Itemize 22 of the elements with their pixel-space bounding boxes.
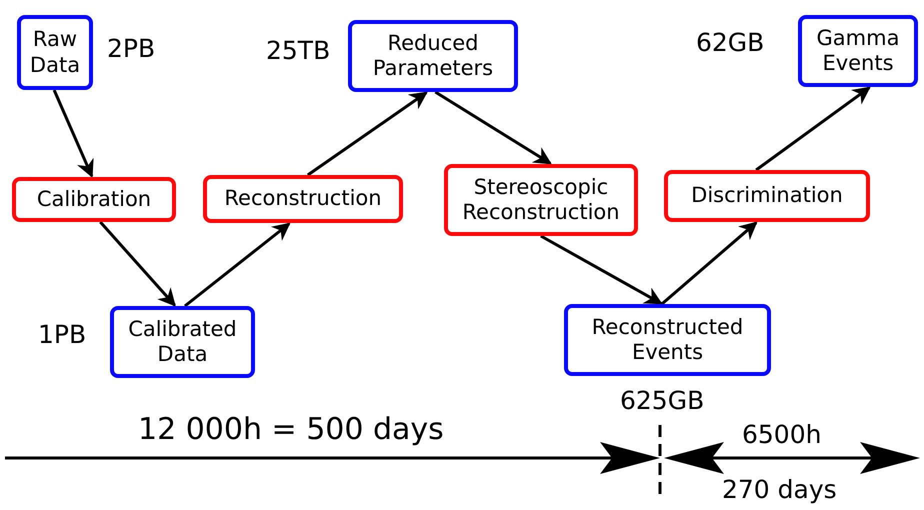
arrow bbox=[434, 90, 552, 165]
size-label: 1PB bbox=[38, 320, 86, 349]
data-box: Calibrated Data bbox=[110, 306, 255, 378]
arrow bbox=[184, 222, 291, 308]
arrow bbox=[99, 221, 176, 307]
data-box: Reconstructed Events bbox=[564, 304, 771, 376]
size-label: 625GB bbox=[620, 386, 704, 415]
data-box: Raw Data bbox=[17, 15, 93, 90]
size-label: 2PB bbox=[107, 34, 156, 63]
process-box: Stereoscopic Reconstruction bbox=[444, 164, 638, 236]
process-box: Discrimination bbox=[664, 170, 870, 222]
arrow bbox=[52, 89, 94, 178]
arrow bbox=[660, 222, 758, 306]
size-label: 62GB bbox=[696, 28, 764, 57]
arrow bbox=[755, 86, 871, 172]
arrow bbox=[540, 234, 663, 305]
data-box: Gamma Events bbox=[798, 15, 918, 87]
process-box: Reconstruction bbox=[203, 175, 403, 223]
process-box: Calibration bbox=[12, 177, 176, 222]
size-label: 25TB bbox=[266, 36, 330, 65]
arrow bbox=[306, 91, 428, 176]
data-box: Reduced Parameters bbox=[348, 20, 518, 92]
